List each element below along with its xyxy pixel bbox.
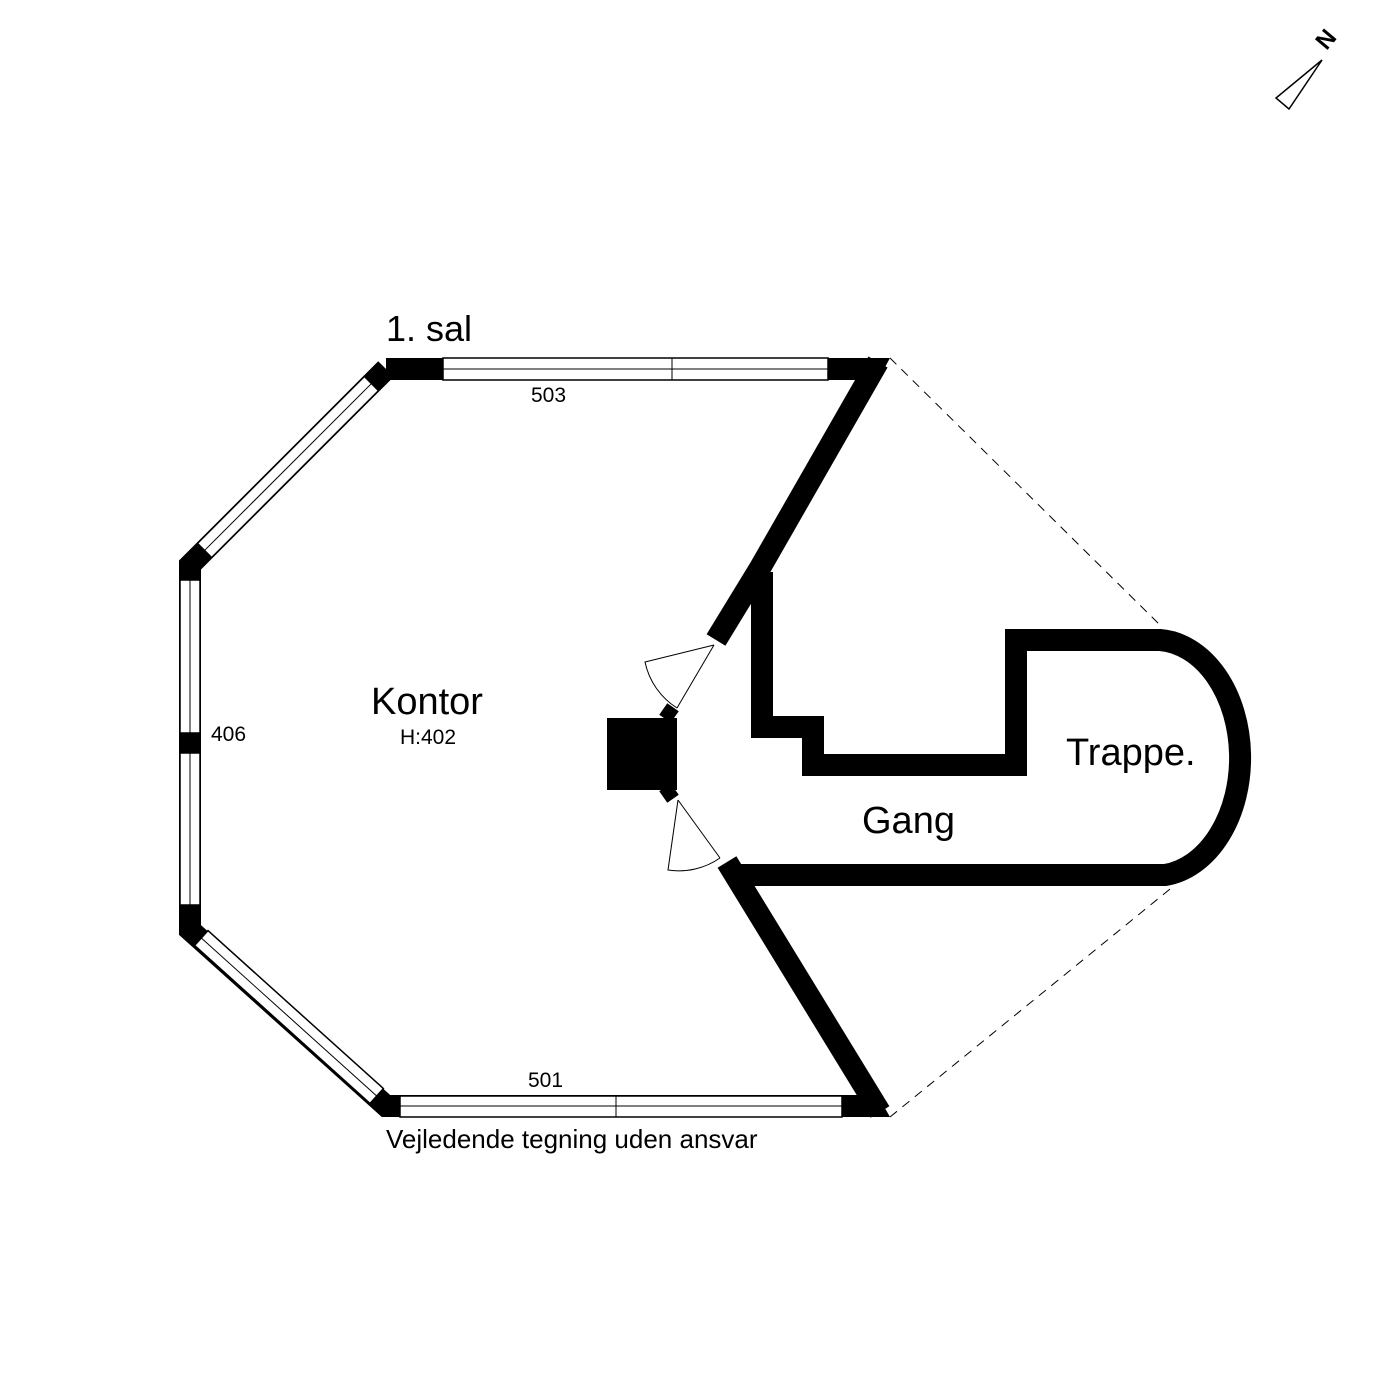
- room-name-kontor: Kontor: [371, 681, 483, 723]
- window-top: [442, 357, 829, 381]
- window-bottom-left: [193, 929, 385, 1105]
- dashed-outline: [889, 357, 1176, 1118]
- door-upper[interactable]: [644, 644, 715, 709]
- stair-wall: [735, 572, 1252, 886]
- door-lower[interactable]: [667, 799, 721, 872]
- window-left: [179, 579, 201, 906]
- window-bottom: [399, 1095, 843, 1118]
- room-name-trappe: Trappe.: [1066, 732, 1196, 774]
- dimension-top: 503: [531, 384, 567, 407]
- window-top-left: [196, 375, 380, 559]
- room-name-gang: Gang: [862, 800, 955, 842]
- dimension-bottom: 501: [528, 1069, 564, 1092]
- floor-title: 1. sal: [386, 308, 473, 349]
- disclaimer: Vejledende tegning uden ansvar: [386, 1124, 758, 1154]
- north-arrow-icon: [1274, 59, 1323, 111]
- chimney-block: [607, 718, 677, 790]
- room-height-kontor: H:402: [400, 726, 457, 749]
- dimension-left: 406: [211, 723, 247, 746]
